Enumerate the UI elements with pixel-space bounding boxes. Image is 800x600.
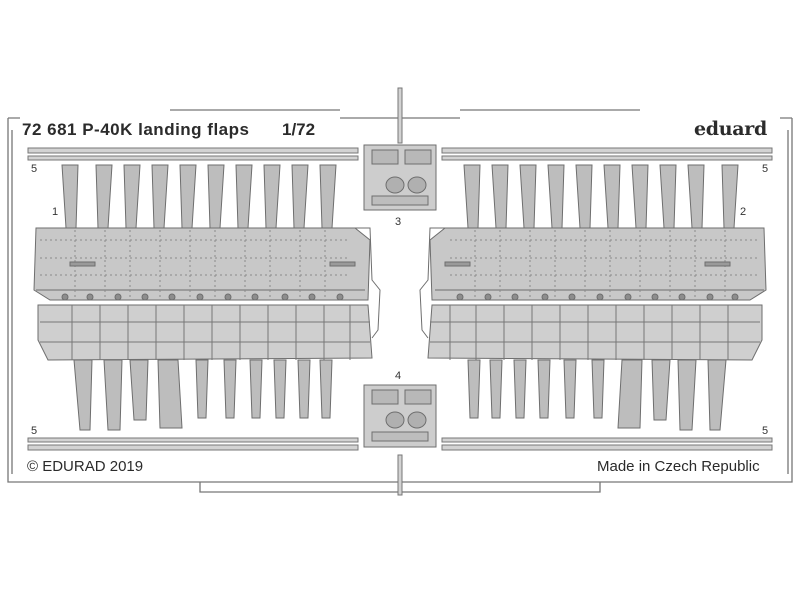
brand-logo-text: eduard	[694, 118, 767, 140]
part-number-5-top-left: 5	[31, 163, 38, 175]
part-number-1: 1	[52, 206, 59, 218]
right-top-teeth	[463, 164, 739, 229]
part-number-5-bottom-right: 5	[762, 425, 769, 437]
right-flap-part-2	[419, 164, 767, 431]
small-plate-part-3	[363, 144, 437, 211]
left-lower-grid	[37, 304, 373, 361]
part-number-3: 3	[395, 216, 402, 228]
part-number-5-top-right: 5	[762, 163, 769, 175]
fret-scale: 1/72	[282, 120, 316, 139]
fret-title: 72 681 P-40K landing flaps	[22, 120, 250, 139]
part-number-4: 4	[395, 370, 402, 382]
part-number-2: 2	[740, 206, 747, 218]
left-top-teeth	[61, 164, 337, 229]
sprue-rails	[27, 87, 773, 496]
origin-text: Made in Czech Republic	[597, 458, 760, 475]
small-plate-part-4	[363, 384, 437, 448]
copyright-text: © EDURAD 2019	[27, 458, 144, 475]
left-flap-part-1	[33, 164, 381, 431]
part-number-5-bottom-left: 5	[31, 425, 38, 437]
right-lower-grid	[427, 304, 763, 361]
